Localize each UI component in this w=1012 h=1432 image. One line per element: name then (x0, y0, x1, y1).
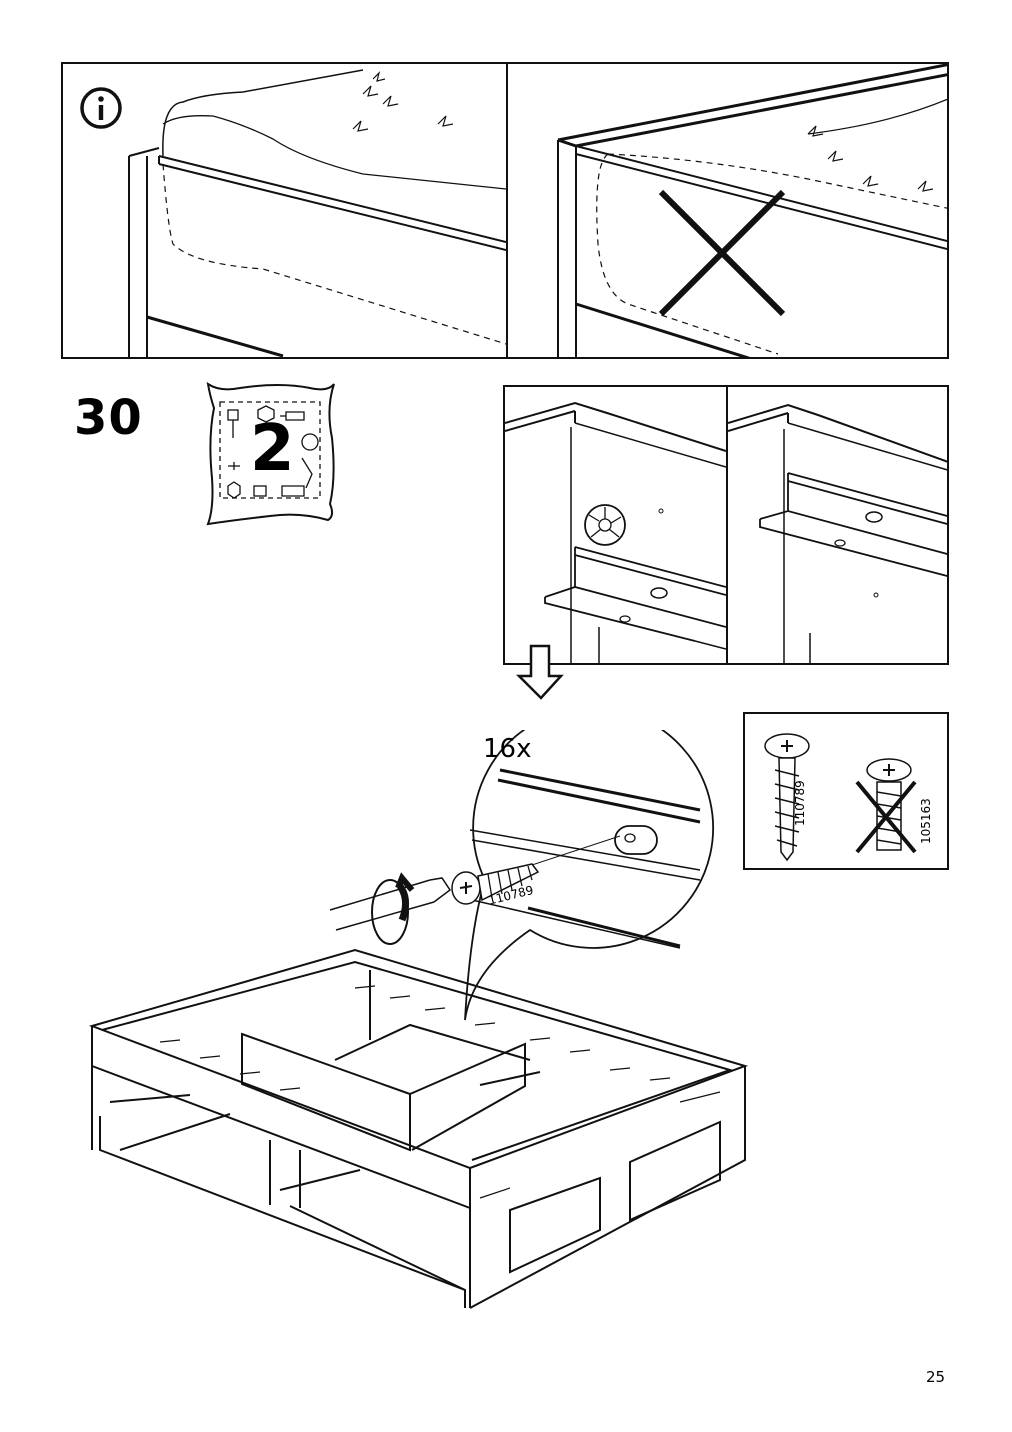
correct-screw-label: 110789 (793, 780, 807, 826)
down-arrow-icon (515, 644, 564, 700)
wrong-mattress-illustration (557, 64, 947, 357)
info-panel-divider (506, 64, 508, 357)
correct-screw-icon (764, 733, 810, 862)
incorrect-cross-icon (658, 189, 786, 317)
bracket-after-illustration (728, 403, 947, 663)
info-panel (61, 62, 949, 359)
screw-quantity: 16x (483, 734, 532, 764)
correct-mattress-illustration (128, 69, 506, 357)
bracket-before-illustration (505, 401, 726, 663)
detail-panel-divider (726, 387, 728, 663)
step-number: 30 (74, 390, 143, 446)
wrong-screw-label: 105163 (919, 798, 933, 844)
wrong-screw-icon (866, 758, 912, 851)
wrong-screw-cross-icon (855, 780, 917, 854)
bed-frame-illustration (88, 730, 749, 1309)
parts-box: 110789 105163 (743, 712, 949, 870)
info-circle-icon (79, 86, 123, 130)
hardware-bag-icon: 2 (200, 378, 340, 526)
page-number: 25 (926, 1368, 946, 1386)
detail-panel (503, 385, 949, 665)
bag-number: 2 (250, 412, 295, 486)
